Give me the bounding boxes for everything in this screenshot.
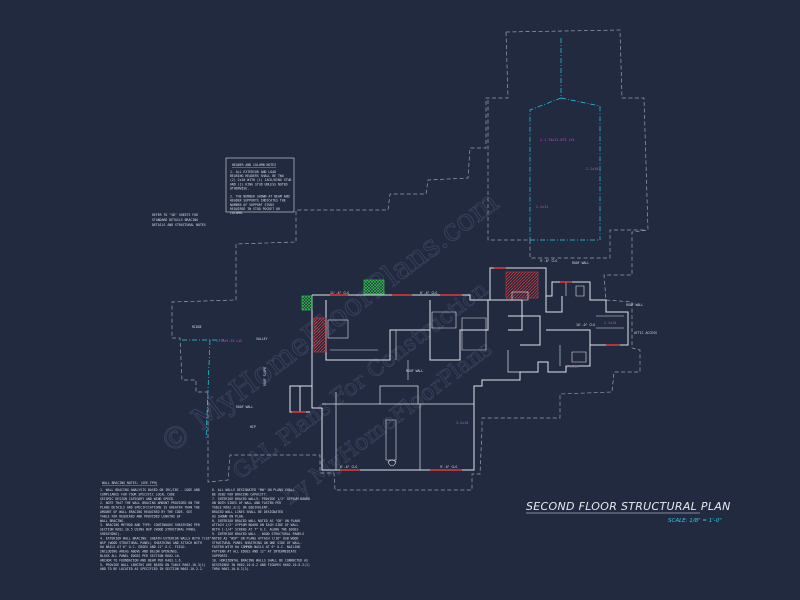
wall-bracing-notes: WALL BRACING NOTES: (SEE FPH) 1. WALL BR… [100,481,310,571]
bracing-note-line: AMOUNT OF WALL BRACING REQUIRED BY THE C… [100,510,192,514]
bracing-note-line: ANCHOR TO FOUNDATION AND BEAM PER R403.1… [100,558,183,562]
bracing-note-line: 3. BRACING METHOD AND TYPE: CONTINUOUS S… [100,523,200,527]
refer-line-3: DETAILS AND STRUCTURAL NOTES [152,223,206,227]
dim-label-5: 8'-0" CLG [340,465,357,469]
roof-outline [171,29,649,491]
refer-line-1: REFER TO "SD" SHEETS FOR [152,213,198,217]
dim-label-1: 11'-6" CLG [330,291,349,295]
stair-hatches [313,271,539,353]
bracing-note-line: AS SHOWN ON PLAN. [212,514,245,518]
ridge-lines [182,38,601,441]
bracing-note-line: PATTERN AT ALL EDGES AND 12" AT INTERMED… [212,550,297,554]
bracing-note-line: 8d NAILS AT 6" O.C. EDGES AND 12" O.C. F… [100,545,186,549]
bracing-note-line: 7. INTERIOR BRACED WALLS: PROVIDE 1/2" G… [212,497,310,501]
beam-label-3: 2-2x12 [536,205,548,209]
bracing-note-line: NOTED AS "WSP" ON PLANS ATTACH 7/16" OSB… [212,536,298,540]
bracing-note-line: COMPLIANCE FOR YOUR SPECIFIC LOCAL CODE [100,492,175,496]
header-column-notes: HEADER AND COLUMN NOTES 1. ALL EXTERIOR … [225,157,295,215]
beam-label-5: 3-2x10 [456,421,468,425]
header-notes-title: HEADER AND COLUMN NOTES [232,163,276,167]
bracing-note-line: AND TO BE LOCATED AS SPECIFIED IN SECTIO… [100,567,204,571]
bracing-note-line: TABLE R602.3(1) OR EQUIVALENT. [212,506,270,510]
bracing-note-line: 1. WALL BRACING ANALYSIS BASED ON IRC/IB… [100,488,200,492]
bracing-note-line: SHEATHING). [100,532,121,536]
bracing-note-line: STRUCTURAL PANEL SHEATHING ON ONE SIDE O… [212,541,302,545]
bracing-note-line: 9. INTERIOR BRACED WALL - WOOD STRUCTURA… [212,532,304,536]
bracing-note-line: WALL BRACING. [100,519,125,523]
wall-bracing-title: WALL BRACING NOTES: (SEE FPH) [102,481,158,485]
beam-labels: 2-1.75x11.875 LVL 2-2x10 2-2x12 1.75x9.2… [216,138,616,425]
hip-label: HIP [250,425,256,429]
bracing-note-line: WSP (WOOD STRUCTURAL PANEL) SHEATHING AN… [100,541,202,545]
roof-note-1: ROOF WALL [236,405,253,409]
bracing-note-line: FASTEN WITH 8d COMMON NAILS AT 6" O.C. N… [212,545,300,549]
header-note-line: COLUMN. [230,211,244,215]
bracing-note-line: 10. HORIZONTAL BRACING WALLS SHALL BE CO… [212,558,308,562]
bracing-note-line: SUPPORTS. [212,554,229,558]
beam-label-2: 2-2x10 [586,167,598,171]
bracing-note-line: THRU R602.10.8.2(3). [212,567,250,571]
roof-slope-label: ROOF SLOPE [263,367,267,386]
ridge-label: RIDGE [192,325,202,329]
bracing-note-line: BRACED WALL LINES SHALL BE DESIGNATED [212,510,283,514]
valley-label: VALLEY [256,337,268,341]
header-note-line: NUMBER OF SUPPORT STUDS [230,203,274,207]
dim-label-4: 10'-0" CLG [576,323,595,327]
bracing-note-line: PLANS DETAILS AND SPECIFICATIONS IS GREA… [100,506,200,510]
roof-note-2: ROOF WALL [572,261,589,265]
header-note-line: OTHERWISE. [230,186,249,190]
plan-labels: 11'-6" CLG 8'-0" CLG 9'-0" CLG 10'-0" CL… [192,259,657,469]
roof-note-3: ROOF WALL [626,303,643,307]
header-note-line: REQUIRED IN STUD POCKET OR [230,207,280,211]
beam-label-6: 2-2x10 [604,321,616,325]
bracing-note-line: 8. INTERIOR BRACED WALL NOTED AS "GB" ON… [212,519,300,523]
beam-label-7: 2-2x12 [566,365,578,369]
bracing-note-line: 6. ALL WALLS DESIGNATED "BW" ON PLANS SH… [212,488,295,492]
bracing-note-line: SECTION R602.10.5 USING WSP (WOOD STRUCT… [100,528,196,532]
header-note-line: (2) 2x10 WITH (1) JACK/KING STUD [230,178,291,182]
drawing-title: SECOND FLOOR STRUCTURAL PLAN [526,500,731,513]
dim-label-3: 9'-0" CLG [540,259,557,263]
bracing-note-line: BE USED FOR BRACING CAPACITY. [212,492,268,496]
title-block: SECOND FLOOR STRUCTURAL PLAN SCALE: 1/8"… [526,500,731,524]
header-note-line: 2. THE NUMBER SHOWN AT BEAM AND [230,195,290,199]
header-note-line: BEARING HEADERS SHALL BE TWO [230,174,284,178]
dim-label-2: 8'-0" CLG [420,291,437,295]
beam-label-1: 2-1.75x11.875 LVL [540,138,575,142]
headers [292,267,620,471]
header-note-line: AND (1) KING STUD UNLESS NOTED [230,182,288,186]
bracing-note-line: 4. EXTERIOR WALL BRACING: SHEATH EXTERIO… [100,536,211,540]
header-note-line: HEADER SUPPORTS INDICATES THE [230,199,286,203]
refer-note: REFER TO "SD" SHEETS FOR STANDARD DETAIL… [152,213,206,227]
bracing-note-line: WITH 1-1/4" SCREWS AT 7" O.C. ALONG THE … [212,528,298,532]
bracing-note-line: 5. PROVIDE WALL LENGTHS ARE BASED ON TAB… [100,563,206,567]
watermark: © MyHomeFloorPlans.com GAL Plans For Con… [153,184,505,510]
drawing-scale: SCALE: 1/8" = 1'-0" [668,518,722,524]
bracing-note-line: DESCRIBED IN R602.10.8.2 AND FIGURES R60… [212,563,310,567]
refer-line-2: STANDARD DETAILS BRACING [152,218,198,222]
bracing-note-line: BLOCK ALL PANEL EDGES PER SECTION R602.1… [100,554,181,558]
beam-label-4: 1.75x9.25 LVL [216,339,243,343]
bracing-note-line: 2. NOTE THAT THE WALL BRACING AMOUNT PRO… [100,501,200,505]
bracing-note-line: TABLE FOR REQUIRED AND PROVIDED LENGTHS … [100,514,181,518]
bracing-note-line: ATTACH 1/2" GYPSUM BOARD ON EACH SIDE OF… [212,523,298,527]
green-hatch-blocks [301,279,385,311]
bracing-note-line: SEISMIC DESIGN CATEGORY AND WIND SPEED. [100,497,175,501]
bracing-note-line: INCLUDING AREAS ABOVE AND BELOW OPENINGS… [100,550,179,554]
attic-access-label: ATTIC ACCESS [634,331,657,335]
bracing-note-line: ON BOTH SIDES OF WALL AND FASTEN PER [212,501,281,505]
dim-label-6: 9'-0" CLG [440,465,457,469]
header-note-line: 1. ALL EXTERIOR AND LOAD [230,170,276,174]
roof-note-4: ROOF WALL [406,369,423,373]
